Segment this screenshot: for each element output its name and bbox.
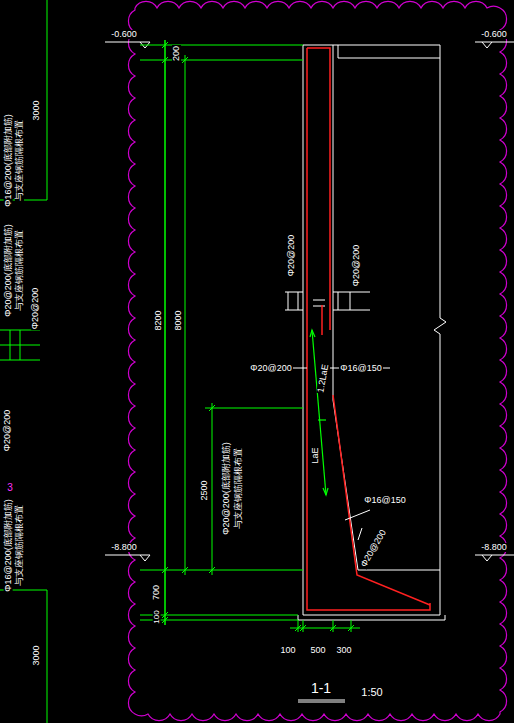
label: 1:50 bbox=[360, 687, 383, 698]
label: 3000 bbox=[32, 99, 41, 121]
label: 1.2LaE bbox=[316, 362, 330, 394]
lap-bar bbox=[310, 330, 328, 495]
label: 700 bbox=[153, 583, 162, 600]
label: Φ20@200 bbox=[249, 364, 292, 373]
rebar bbox=[307, 48, 330, 330]
lap-bar bbox=[312, 330, 326, 495]
label: -8.800 bbox=[110, 543, 138, 552]
label: Φ20@200(底部附加筋) bbox=[222, 441, 231, 535]
elevation-markers bbox=[475, 555, 514, 561]
label: Φ16@150 bbox=[363, 496, 406, 505]
label: 3 bbox=[6, 483, 14, 493]
label: -0.600 bbox=[480, 30, 508, 39]
concrete-outline bbox=[434, 45, 446, 570]
revision-cloud bbox=[128, 1, 506, 720]
dimension-lines bbox=[162, 42, 215, 623]
label: Φ16@200(底部附加筋) bbox=[4, 498, 13, 592]
concrete-outline bbox=[298, 615, 445, 620]
label: 与支座钢筋隔根布置 bbox=[15, 229, 24, 312]
concrete-outline bbox=[303, 45, 440, 615]
label: 100 bbox=[153, 609, 161, 624]
elevation-markers bbox=[105, 42, 514, 702]
dimension-lines bbox=[290, 620, 360, 632]
dimension-lines bbox=[0, 0, 360, 723]
label: 500 bbox=[309, 646, 326, 655]
concrete-outline bbox=[333, 45, 440, 46]
label: 100 bbox=[279, 646, 296, 655]
lap-bar bbox=[318, 419, 326, 420]
lap-bar bbox=[310, 330, 328, 495]
concrete-outline bbox=[285, 292, 370, 310]
label: Φ20@200(底部附加筋) bbox=[4, 223, 13, 317]
elevation-markers bbox=[105, 555, 150, 561]
label: 200 bbox=[173, 44, 182, 61]
label: 300 bbox=[335, 646, 352, 655]
label: Φ16@150 bbox=[339, 364, 382, 373]
concrete-outline bbox=[338, 58, 440, 59]
revision-cloud bbox=[128, 1, 506, 720]
elevation-markers bbox=[475, 42, 514, 48]
dimension-lines bbox=[140, 45, 303, 620]
concrete-outline bbox=[285, 45, 446, 620]
label: 与支座钢筋隔根布置 bbox=[15, 119, 24, 202]
dimension-lines bbox=[0, 0, 47, 723]
label: 8200 bbox=[154, 309, 163, 331]
label: Φ20@200 bbox=[4, 408, 13, 451]
label: 2500 bbox=[200, 479, 209, 501]
dimension-lines bbox=[165, 40, 212, 625]
label: Φ20@200 bbox=[288, 233, 297, 276]
label: -8.800 bbox=[480, 543, 508, 552]
label: Φ20@200 bbox=[353, 243, 362, 286]
label: 3000 bbox=[32, 644, 41, 666]
rebar bbox=[333, 395, 430, 605]
rebar bbox=[307, 48, 430, 610]
concrete-outline bbox=[313, 300, 325, 306]
label: 与支座钢筋隔根布置 bbox=[234, 447, 243, 530]
elevation-markers bbox=[298, 700, 345, 702]
rebar bbox=[321, 305, 323, 335]
rebar bbox=[307, 48, 430, 610]
dimension-lines bbox=[295, 625, 354, 631]
label: Φ20@200 bbox=[32, 286, 41, 329]
label: LaE bbox=[310, 446, 319, 464]
label: Φ20@200 bbox=[359, 527, 388, 569]
label: Φ16@200(底部附加筋) bbox=[4, 113, 13, 207]
label: 与支座钢筋隔根布置 bbox=[15, 504, 24, 587]
concrete-outline bbox=[338, 45, 339, 58]
label: -0.600 bbox=[110, 30, 138, 39]
label: 8000 bbox=[174, 309, 183, 331]
section-title: 1-1 bbox=[310, 681, 332, 695]
